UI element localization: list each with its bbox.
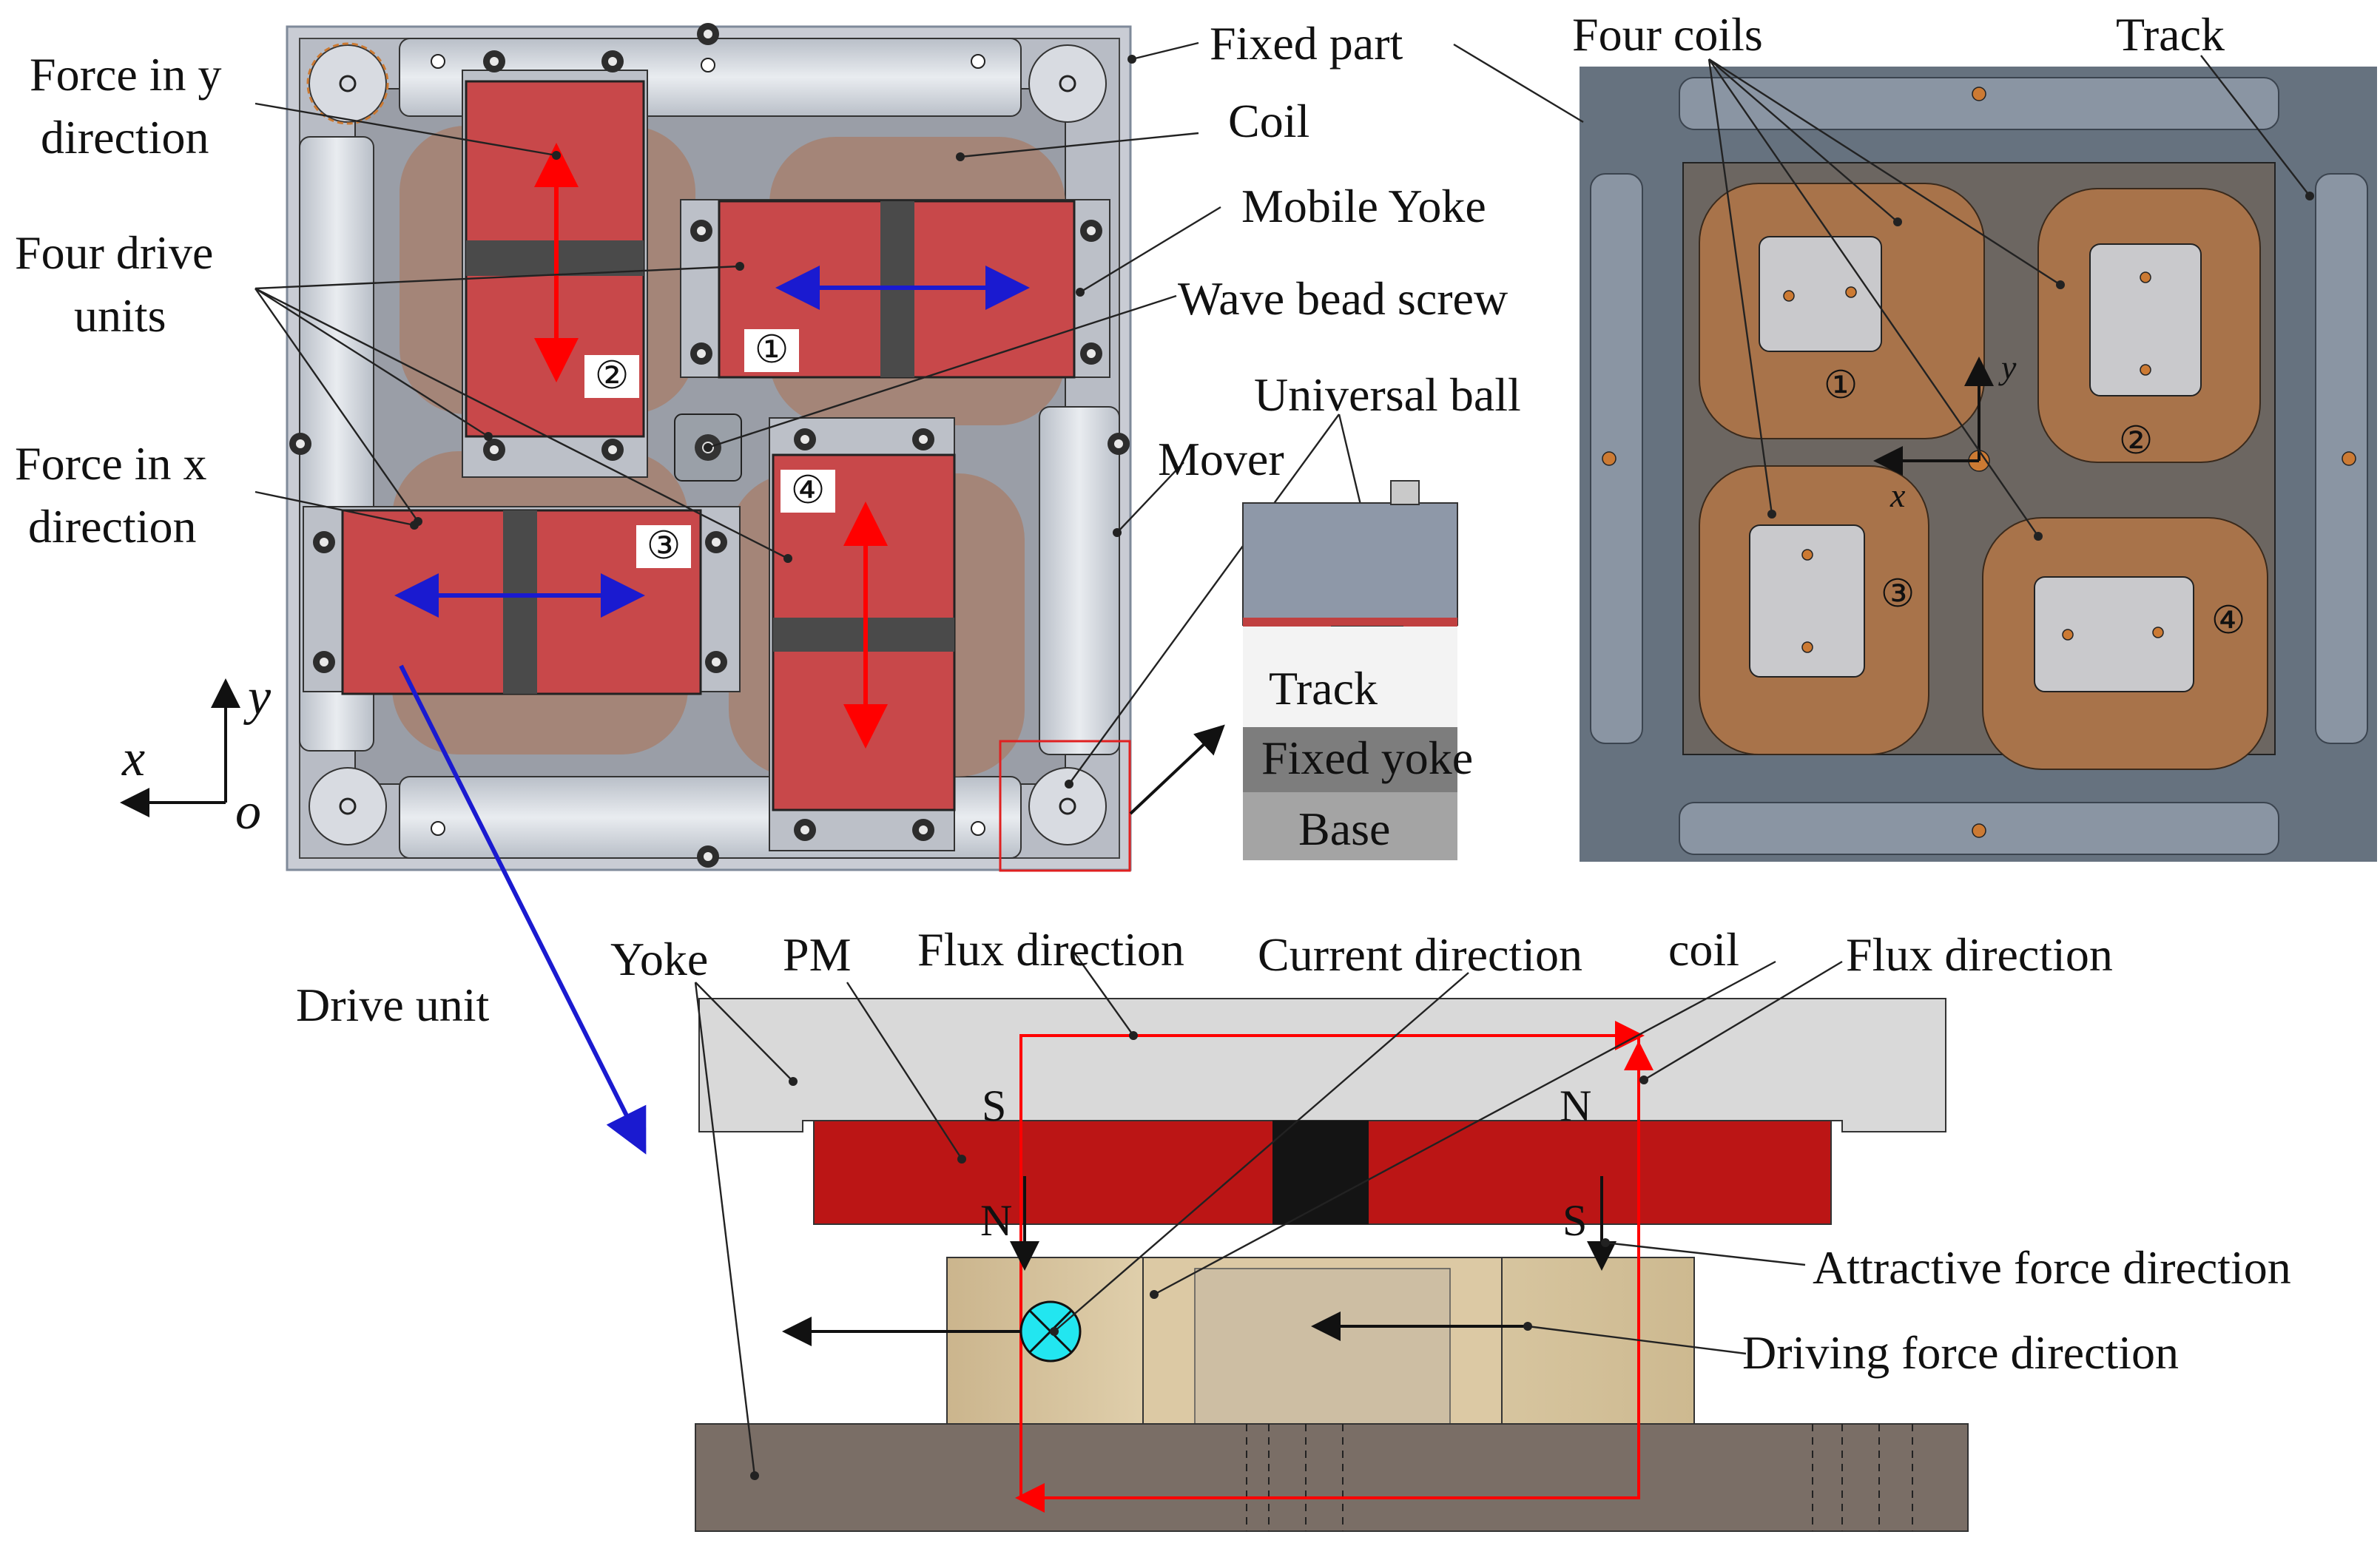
label-coil-c: coil: [1668, 923, 1739, 976]
unit-number-4: ④: [791, 470, 826, 512]
label-yoke: Yoke: [610, 933, 708, 985]
label-mover: Mover: [1158, 433, 1284, 485]
panel-b-y-label: y: [1998, 348, 2017, 386]
panel-b-x-label: x: [1889, 476, 1906, 514]
unit-number-3: ③: [647, 525, 681, 567]
label-pm: PM: [783, 928, 852, 981]
zoom-arrow: [1129, 724, 1225, 815]
label-flux-direction-left: Flux direction: [917, 923, 1184, 976]
inset-track: [1243, 627, 1457, 727]
panel-c-cross-section: S N N S Yoke PM Flux direction Current d…: [610, 923, 2291, 1532]
drive-unit-zoom-arrow: [399, 664, 647, 1155]
label-current-direction: Current direction: [1258, 928, 1582, 981]
label-universal-ball: Universal ball: [1254, 368, 1521, 421]
label-force-y-line1: Force in y: [30, 48, 222, 101]
rail-right: [1039, 406, 1120, 755]
coil-number-4: ④: [2211, 600, 2246, 642]
label-attractive-force-direction: Attractive force direction: [1813, 1241, 2291, 1294]
coil-number-2: ②: [2119, 420, 2154, 462]
inset-fixed-yoke: [1243, 727, 1457, 792]
label-force-y-line2: direction: [41, 111, 209, 163]
inset-label-track: Track: [1269, 662, 1378, 715]
screws: [289, 23, 1130, 868]
pole-bottom-left: N: [980, 1196, 1012, 1245]
label-force-x-line2: direction: [28, 500, 196, 553]
label-four-drive-units-line2: units: [74, 289, 166, 342]
bottom-yoke-base: [695, 1423, 1969, 1532]
label-four-drive-units-line1: Four drive: [15, 226, 213, 279]
top-yoke: [698, 998, 1946, 1132]
panel-b-cores: [1749, 236, 2202, 692]
coil-number-3: ③: [1881, 573, 1915, 615]
label-four-coils: Four coils: [1572, 8, 1763, 61]
label-fixed-part: Fixed part: [1210, 17, 1403, 70]
flux-loop-top: [1019, 1021, 1645, 1498]
panel-b-leaders: [1453, 43, 2314, 541]
coil-number-1: ①: [1824, 365, 1858, 407]
label-drive-unit: Drive unit: [296, 979, 490, 1031]
base-hidden-lines: [1246, 1424, 1913, 1531]
inset-side-section: Track Fixed yoke Base: [1242, 480, 1473, 860]
label-mobile-yoke: Mobile Yoke: [1241, 180, 1486, 232]
inset-mover: [1242, 502, 1458, 626]
label-coil: Coil: [1228, 95, 1309, 147]
axis-y-label: y: [243, 669, 272, 726]
pole-top-left: S: [982, 1081, 1006, 1130]
panel-a-axes: y x o: [120, 669, 272, 840]
panel-a-leaders: [254, 41, 1395, 789]
inset-label-base: Base: [1298, 803, 1390, 855]
unit-number-2: ②: [595, 355, 630, 397]
label-flux-direction-right: Flux direction: [1846, 928, 2113, 981]
pole-bottom-right: S: [1562, 1196, 1587, 1245]
inset-label-fixed-yoke: Fixed yoke: [1261, 732, 1473, 784]
label-track: Track: [2116, 8, 2225, 61]
panel-b-holes: [1602, 87, 2356, 838]
unit-number-1: ①: [755, 329, 789, 371]
panel-a-top-view: ① ② ③ ④ y x o: [15, 17, 1521, 1155]
axis-x-label: x: [121, 730, 145, 787]
pole-top-right: N: [1560, 1081, 1591, 1130]
label-driving-force-direction: Driving force direction: [1742, 1326, 2179, 1379]
label-wave-bead-screw: Wave bead screw: [1178, 272, 1508, 325]
panel-c-leaders: [694, 950, 1843, 1480]
label-force-x-line1: Force in x: [15, 437, 207, 490]
inset-base: [1243, 792, 1457, 860]
unit-number-labels: ① ② ③ ④: [584, 329, 835, 568]
axis-origin-label: o: [235, 783, 261, 840]
pm-gap: [1272, 1121, 1369, 1224]
ball-highlight-box: [999, 740, 1131, 872]
rail-holes: [431, 54, 985, 836]
panel-b-fixed-part: ① ② ③ ④ y x Four coils Track: [1453, 8, 2377, 862]
corner-balls: [306, 42, 1107, 845]
